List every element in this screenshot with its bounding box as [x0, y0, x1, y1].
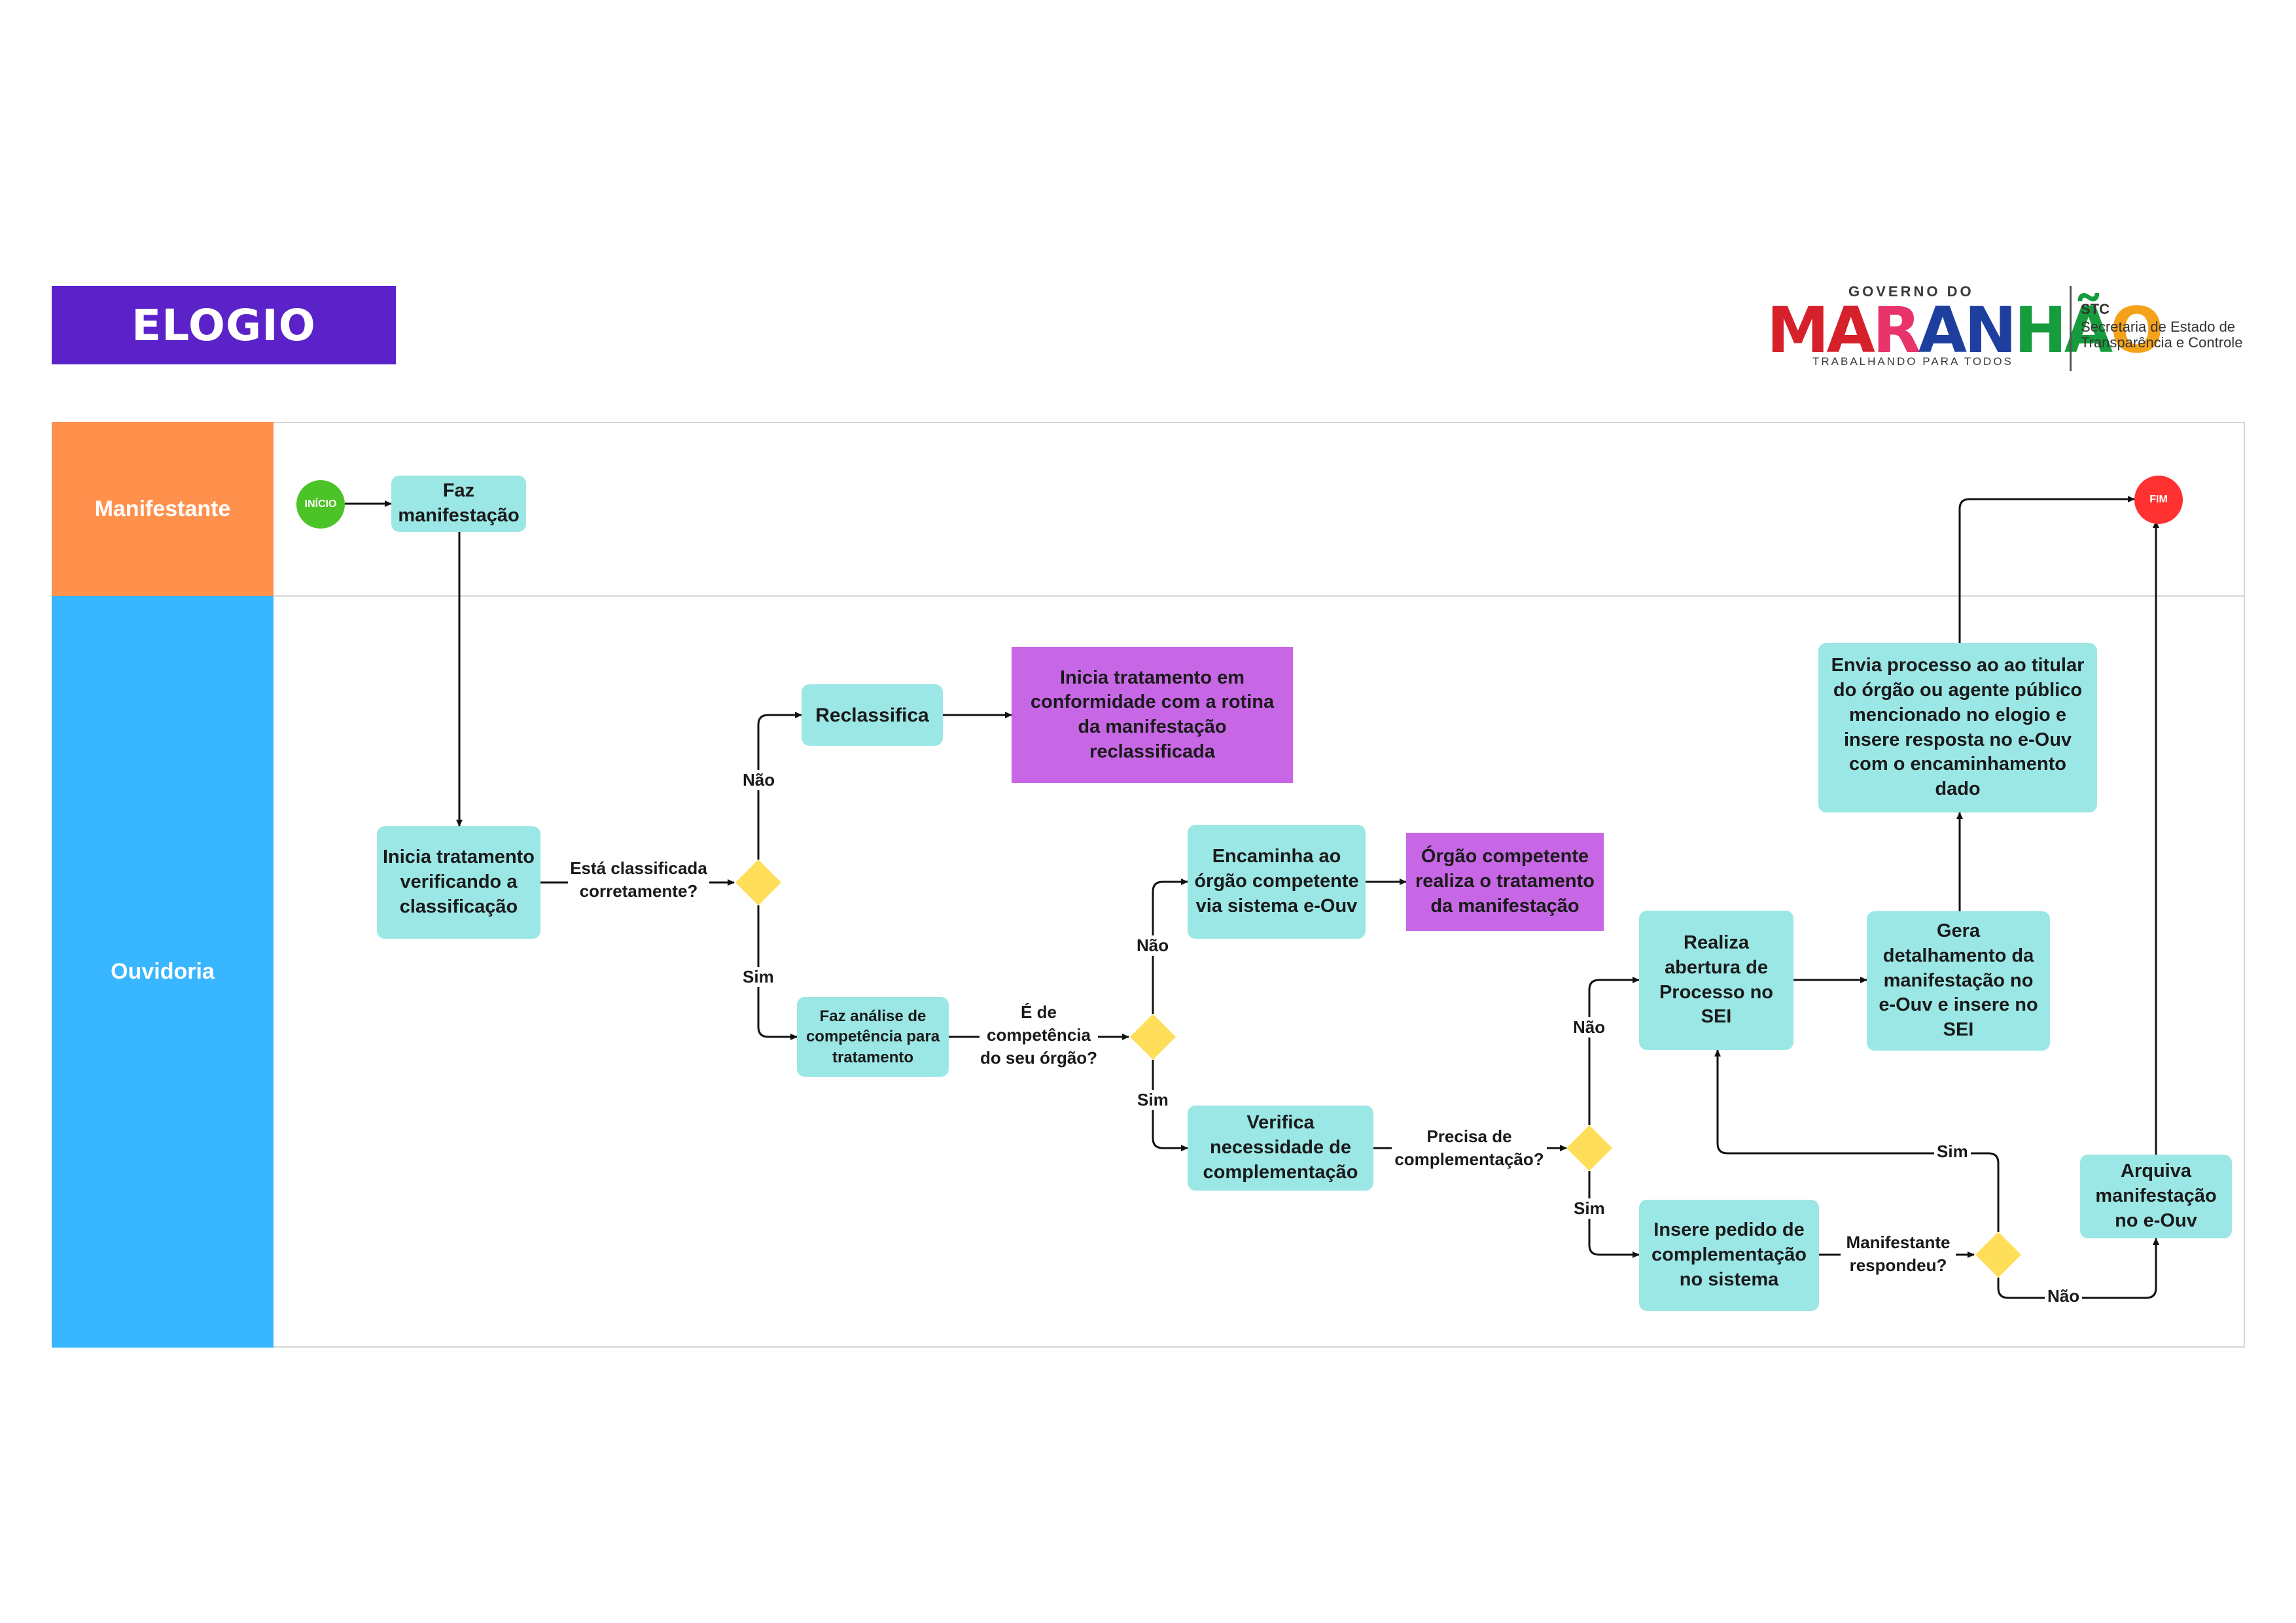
task-encaminha: Encaminha ao órgão competente via sistem… [1188, 825, 1366, 939]
task-faz-manifestacao: Faz manifestação [391, 476, 526, 532]
edge-label-sim-2: Sim [1135, 1090, 1171, 1110]
task-faz-analise: Faz análise de competência para tratamen… [797, 997, 949, 1077]
decision-label-complementacao: Precisa de complementação? [1392, 1125, 1547, 1172]
task-inicia-conformidade: Inicia tratamento em conformidade com a … [1012, 647, 1293, 783]
decision-label-respondeu: Manifestante respondeu? [1841, 1231, 1956, 1278]
edge-d3-nao [1588, 977, 1640, 1125]
task-gera-detalhamento: Gera detalhamento da manifestação no e-O… [1867, 911, 2050, 1051]
task-insere-pedido: Insere pedido de complementação no siste… [1639, 1200, 1819, 1311]
government-logo: GOVERNO DO MARANHÃO TRABALHANDO PARA TOD… [1740, 278, 2257, 376]
task-inicia-tratamento: Inicia tratamento verificando a classifi… [377, 826, 540, 939]
logo-letter: H [2014, 294, 2066, 367]
decision-label-competencia: É de competência do seu órgão? [980, 1001, 1098, 1070]
edge-d1-nao [757, 712, 802, 860]
logo-divider [2070, 286, 2072, 371]
task-reclassifica: Reclassifica [802, 684, 943, 746]
logo-stc: STC [2081, 301, 2110, 317]
task-orgao-competente: Órgão competente realiza o tratamento da… [1406, 833, 1604, 931]
logo-letter: A [1826, 294, 1875, 367]
edge-label-sim-1: Sim [740, 967, 777, 987]
task-envia-processo: Envia processo ao ao titular do órgão ou… [1818, 643, 2097, 812]
diagram-title-box: ELOGIO [52, 286, 396, 364]
task-arquiva: Arquiva manifestação no e-Ouv [2080, 1155, 2232, 1238]
edge-d2-sim [1152, 1060, 1188, 1151]
edge-label-sim-4: Sim [1934, 1142, 1971, 1162]
lane-manifestante: Manifestante [52, 422, 274, 596]
task-realiza-abertura: Realiza abertura de Processo no SEI [1639, 911, 1793, 1050]
logo-slogan: TRABALHANDO PARA TODOS [1812, 355, 2013, 368]
edge-label-nao-2: Não [1134, 935, 1172, 956]
lane-separator [274, 595, 2245, 597]
edge-d1-sim [757, 905, 798, 1040]
edge-label-nao-1: Não [740, 770, 778, 790]
edge-d2-nao [1152, 879, 1188, 1014]
diagram-title: ELOGIO [132, 300, 316, 351]
logo-letter: R [1872, 294, 1921, 367]
logo-letter: A [1918, 294, 1967, 367]
logo-top-text: GOVERNO DO [1848, 283, 1974, 300]
edge-label-nao-4: Não [2045, 1286, 2083, 1306]
logo-letter: M [1767, 294, 1829, 367]
end-event: FIM [2134, 476, 2183, 524]
logo-letter: N [1964, 294, 2017, 367]
logo-stc-line-1: Secretaria de Estado de [2081, 319, 2236, 335]
decision-respondeu [1975, 1232, 2021, 1278]
decision-complementacao [1566, 1125, 1612, 1171]
logo-brand-wordmark: MARANHÃO [1767, 294, 2164, 367]
edge-envia-to-fim [1958, 496, 2135, 643]
decision-competencia [1130, 1014, 1176, 1060]
edge-d3-sim [1588, 1171, 1640, 1258]
logo-stc-line-2: Transparência e Controle [2081, 334, 2243, 351]
start-event: INÍCIO [296, 480, 345, 529]
edge-label-nao-3: Não [1570, 1017, 1608, 1038]
decision-classificada [735, 860, 781, 905]
decision-label-classificada: Está classificada corretamente? [568, 857, 709, 903]
task-verifica: Verifica necessidade de complementação [1188, 1106, 1373, 1191]
edge-label-sim-3: Sim [1571, 1198, 1608, 1219]
edge-d4-sim [1714, 1049, 2000, 1232]
lane-ouvidoria: Ouvidoria [52, 596, 274, 1348]
logo-letter: Ã [2064, 294, 2113, 367]
logo-letter: O [2110, 294, 2164, 367]
